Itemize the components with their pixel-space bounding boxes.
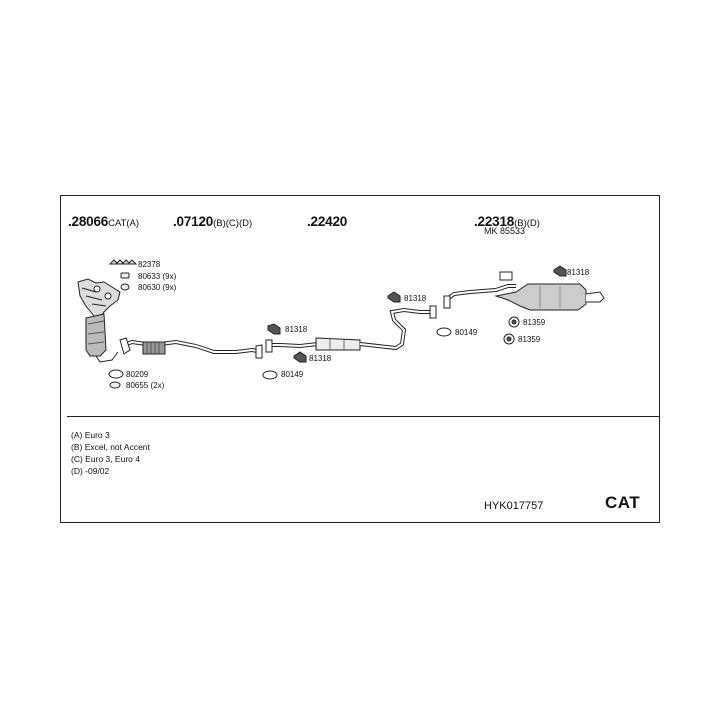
label-80633: 80633 (9x) — [138, 272, 177, 281]
label-81359-b: 81359 — [518, 335, 541, 344]
note-d: (D) -09/02 — [71, 466, 110, 476]
rubber-81359-a[interactable] — [508, 316, 520, 328]
rear-silencer[interactable] — [443, 271, 605, 311]
hanger-81318-a[interactable] — [267, 323, 281, 335]
label-81318-b: 81318 — [309, 354, 332, 363]
part-number-middle-silencer[interactable]: .22420 — [307, 214, 348, 229]
note-b: (B) Excel, not Accent — [71, 442, 150, 452]
note-a: (A) Euro 3 — [71, 430, 110, 440]
bolts-80655[interactable] — [109, 381, 121, 389]
label-80149-a: 80149 — [281, 370, 304, 379]
nuts-80633[interactable] — [120, 272, 130, 279]
mk-reference: MK 85533 — [484, 226, 526, 236]
diagram-frame — [60, 195, 660, 523]
gasket-80149-a[interactable] — [262, 370, 278, 380]
catalyst-manifold[interactable] — [77, 278, 121, 363]
notes-divider — [67, 416, 660, 417]
label-80149-b: 80149 — [455, 328, 478, 337]
gaskets-82378[interactable] — [108, 259, 138, 265]
label-80655: 80655 (2x) — [126, 381, 165, 390]
label-80630: 80630 (9x) — [138, 283, 177, 292]
hanger-81318-c[interactable] — [387, 291, 401, 303]
kit-code: HYK017757 — [484, 500, 544, 512]
label-81318-d: 81318 — [567, 268, 590, 277]
cat-badge: CAT — [605, 493, 641, 512]
label-81359-a: 81359 — [523, 318, 546, 327]
rubber-81359-b[interactable] — [503, 333, 515, 345]
label-81318-a: 81318 — [285, 325, 308, 334]
part-number-rear-silencer[interactable]: .22318(B)(D) — [474, 214, 540, 229]
studs-80630[interactable] — [120, 283, 130, 291]
hanger-81318-d[interactable] — [553, 265, 567, 277]
middle-silencer[interactable] — [265, 305, 437, 353]
gasket-80149-b[interactable] — [436, 327, 452, 337]
label-80209: 80209 — [126, 370, 149, 379]
label-81318-c: 81318 — [404, 294, 427, 303]
part-number-front-pipe[interactable]: .07120(B)(C)(D) — [173, 214, 253, 229]
hanger-81318-b[interactable] — [293, 351, 307, 363]
gasket-80209[interactable] — [108, 369, 124, 379]
front-pipe[interactable] — [119, 337, 263, 359]
note-c: (C) Euro 3, Euro 4 — [71, 454, 140, 464]
part-number-catalyst[interactable]: .28066CAT(A) — [68, 214, 140, 229]
label-82378: 82378 — [138, 260, 161, 269]
